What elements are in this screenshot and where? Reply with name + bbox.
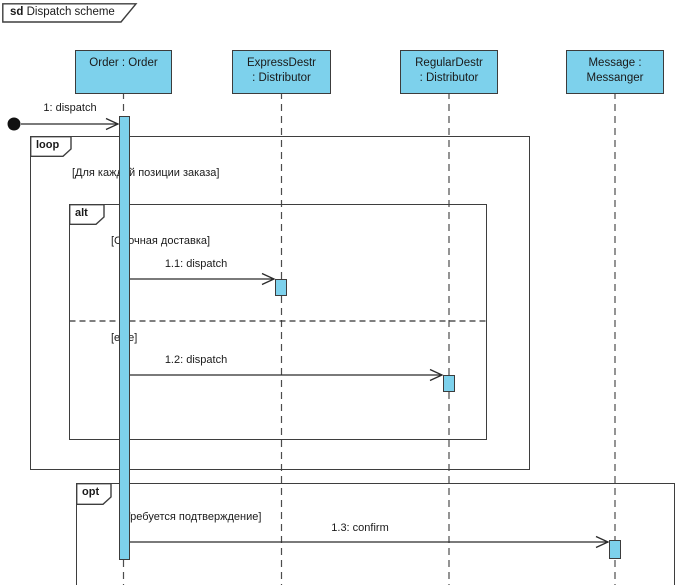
message-1-1-arrow[interactable] [130, 272, 276, 286]
lifeline-name-line2: : Distributor [252, 72, 311, 84]
loop-guard: [Для каждой позиции заказа] [72, 167, 220, 179]
message-1-label[interactable]: 1: dispatch [43, 102, 97, 114]
fragment-alt-frame[interactable] [69, 204, 487, 440]
alt-guard-urgent: [Срочная доставка] [111, 235, 211, 247]
lifeline-head-regular-destr[interactable]: RegularDestr : Distributor [400, 50, 498, 94]
message-1-2-arrow[interactable] [130, 368, 444, 382]
alt-operator: alt [75, 207, 88, 219]
lifeline-head-message[interactable]: Message : Messanger [566, 50, 664, 94]
message-1-1-label[interactable]: 1.1: dispatch [164, 258, 228, 270]
lifeline-name-line2: : Distributor [419, 72, 479, 84]
fragment-loop-frame[interactable] [30, 136, 530, 470]
lifeline-head-order[interactable]: Order : Order [75, 50, 172, 94]
activation-bar-order[interactable] [119, 116, 130, 560]
fragment-opt-frame[interactable] [76, 483, 675, 585]
opt-pentagon-shape [76, 483, 112, 505]
loop-operator: loop [36, 139, 60, 151]
fragment-opt-label[interactable]: opt [76, 483, 112, 505]
found-message-circle [7, 117, 21, 131]
lifeline-name: RegularDestr [415, 57, 483, 69]
fragment-loop-label[interactable]: loop [30, 136, 72, 157]
opt-operator: opt [82, 486, 100, 498]
message-1-2-label[interactable]: 1.2: dispatch [164, 354, 228, 366]
lifeline-head-express-destr[interactable]: ExpressDestr : Distributor [232, 50, 331, 94]
title-text: Dispatch scheme [23, 6, 115, 18]
message-1-3-arrow[interactable] [130, 535, 610, 549]
title-pentagon-shape [2, 3, 138, 23]
activation-bar-express[interactable] [275, 279, 287, 296]
lifeline-name-line2: Messanger [586, 72, 644, 84]
fragment-alt-label[interactable]: alt [69, 204, 105, 225]
alt-pentagon-shape [69, 204, 105, 225]
opt-guard: [Требуется подтверждение] [121, 511, 262, 523]
lifeline-name: ExpressDestr [246, 57, 317, 69]
diagram-title-tab: sd Dispatch scheme [2, 3, 142, 23]
diagram-title: sd Dispatch scheme [2, 3, 142, 19]
lifeline-name: Order : Order [89, 57, 158, 69]
lifeline-name: Message : [588, 57, 642, 69]
activation-bar-regular[interactable] [443, 375, 455, 392]
message-1-arrow[interactable] [7, 117, 120, 131]
activation-bar-message[interactable] [609, 540, 621, 559]
title-keyword: sd [10, 6, 24, 18]
message-1-3-label[interactable]: 1.3: confirm [331, 522, 389, 534]
loop-pentagon-shape [30, 136, 72, 157]
